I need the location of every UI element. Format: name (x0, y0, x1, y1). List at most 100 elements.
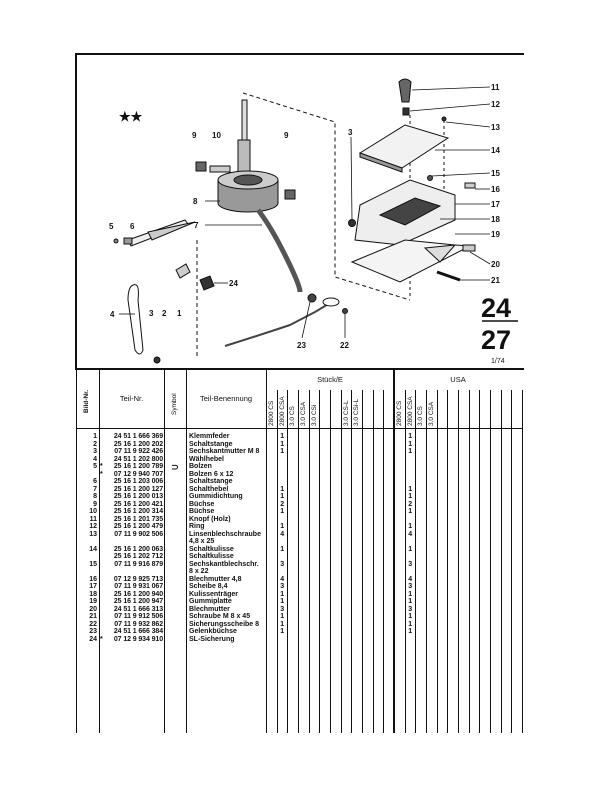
callout-9b[interactable]: 9 (284, 131, 289, 140)
quantity-usa: 3 (408, 583, 413, 590)
table-row[interactable]: 8 x 22 (0, 568, 611, 576)
column-label: 3.0 CSi (310, 404, 318, 426)
teil-nr: 24 51 1 666 369 (113, 433, 163, 440)
callout-16[interactable]: 16 (491, 185, 500, 194)
bild-nr: 13 (89, 530, 97, 538)
callout-1[interactable]: 1 (177, 309, 182, 318)
bild-nr: 3 (93, 448, 97, 455)
callout-3[interactable]: 3 (149, 309, 154, 318)
teil-nr: 25 16 1 200 202 (113, 440, 163, 448)
quantity-stueck-e: 1 (280, 598, 285, 605)
header-bild-nr: Bild-Nr. (83, 389, 90, 413)
quantity-usa: 1 (408, 508, 413, 515)
callout-11[interactable]: 11 (491, 83, 500, 92)
table-row[interactable]: 4,8 x 25 (0, 538, 611, 546)
callout-23[interactable]: 23 (297, 341, 306, 350)
callout-9[interactable]: 9 (192, 131, 197, 140)
bild-nr: 17 (89, 583, 97, 590)
teil-benennung: Gelenkbüchse (189, 628, 237, 635)
quantity-usa: 1 (408, 545, 413, 553)
column-divider (501, 390, 502, 733)
quantity-usa: 1 (408, 485, 413, 493)
special-marker-stars: ★★ (119, 109, 143, 124)
callout-19[interactable]: 19 (491, 230, 500, 239)
callout-15[interactable]: 15 (491, 169, 500, 178)
teil-benennung: Sicherungsscheibe 8 (189, 620, 260, 628)
teil-nr: 07 11 9 916 879 (114, 560, 163, 568)
callout-10[interactable]: 10 (212, 131, 221, 140)
callout-21[interactable]: 21 (491, 276, 500, 285)
table-row[interactable]: 5*25 16 1 200 789⊃Bolzen (0, 463, 611, 472)
column-divider (186, 369, 187, 733)
bild-nr: 22 (89, 620, 97, 628)
table-top-rule (75, 368, 524, 370)
callout-14[interactable]: 14 (491, 146, 500, 155)
teil-nr: 07 11 9 932 862 (114, 620, 163, 628)
column-divider (319, 390, 320, 733)
quantity-usa: 3 (408, 605, 413, 613)
column-divider (330, 390, 331, 733)
quantity-stueck-e: 4 (280, 530, 285, 538)
quantity-stueck-e: 3 (280, 583, 285, 590)
column-label: 3.0 CS (417, 406, 425, 426)
callout-8[interactable]: 8 (193, 197, 198, 206)
bild-nr: 6 (93, 478, 97, 485)
teil-nr: 25 16 1 200 789 (113, 463, 163, 470)
teil-nr: 07 11 9 912 506 (114, 613, 163, 620)
callout-17[interactable]: 17 (491, 200, 500, 209)
callout-13[interactable]: 13 (491, 123, 500, 132)
column-divider (277, 390, 278, 733)
quantity-stueck-e: 1 (280, 545, 285, 553)
teil-benennung: Bolzen (189, 463, 212, 470)
callout-22[interactable]: 22 (340, 341, 349, 350)
column-divider (447, 390, 448, 733)
callout-12[interactable]: 12 (491, 100, 500, 109)
callout-7[interactable]: 7 (194, 221, 199, 230)
teil-benennung: Sechskantmutter M 8 (189, 448, 260, 455)
quantity-stueck-e: 1 (280, 493, 285, 500)
header-teil-benennung: Teil-Benennung (199, 394, 253, 403)
change-marker: * (100, 463, 103, 470)
callout-4[interactable]: 4 (110, 310, 115, 319)
callout-5[interactable]: 5 (109, 222, 114, 231)
bild-nr: 11 (89, 515, 97, 523)
callout-24[interactable]: 24 (229, 279, 238, 288)
callout-6[interactable]: 6 (130, 222, 135, 231)
teil-nr: 25 16 1 203 006 (113, 478, 163, 485)
teil-nr: 25 16 1 200 063 (113, 545, 163, 553)
column-divider (341, 390, 342, 733)
column-divider (164, 369, 165, 733)
teil-benennung: Linsenblechschraube (189, 530, 261, 538)
callout-3b[interactable]: 3 (348, 128, 353, 137)
column-divider (458, 390, 459, 733)
callout-20[interactable]: 20 (491, 260, 500, 269)
callout-18[interactable]: 18 (491, 215, 500, 224)
callout-2[interactable]: 2 (162, 309, 167, 318)
quantity-usa: 1 (408, 433, 413, 440)
